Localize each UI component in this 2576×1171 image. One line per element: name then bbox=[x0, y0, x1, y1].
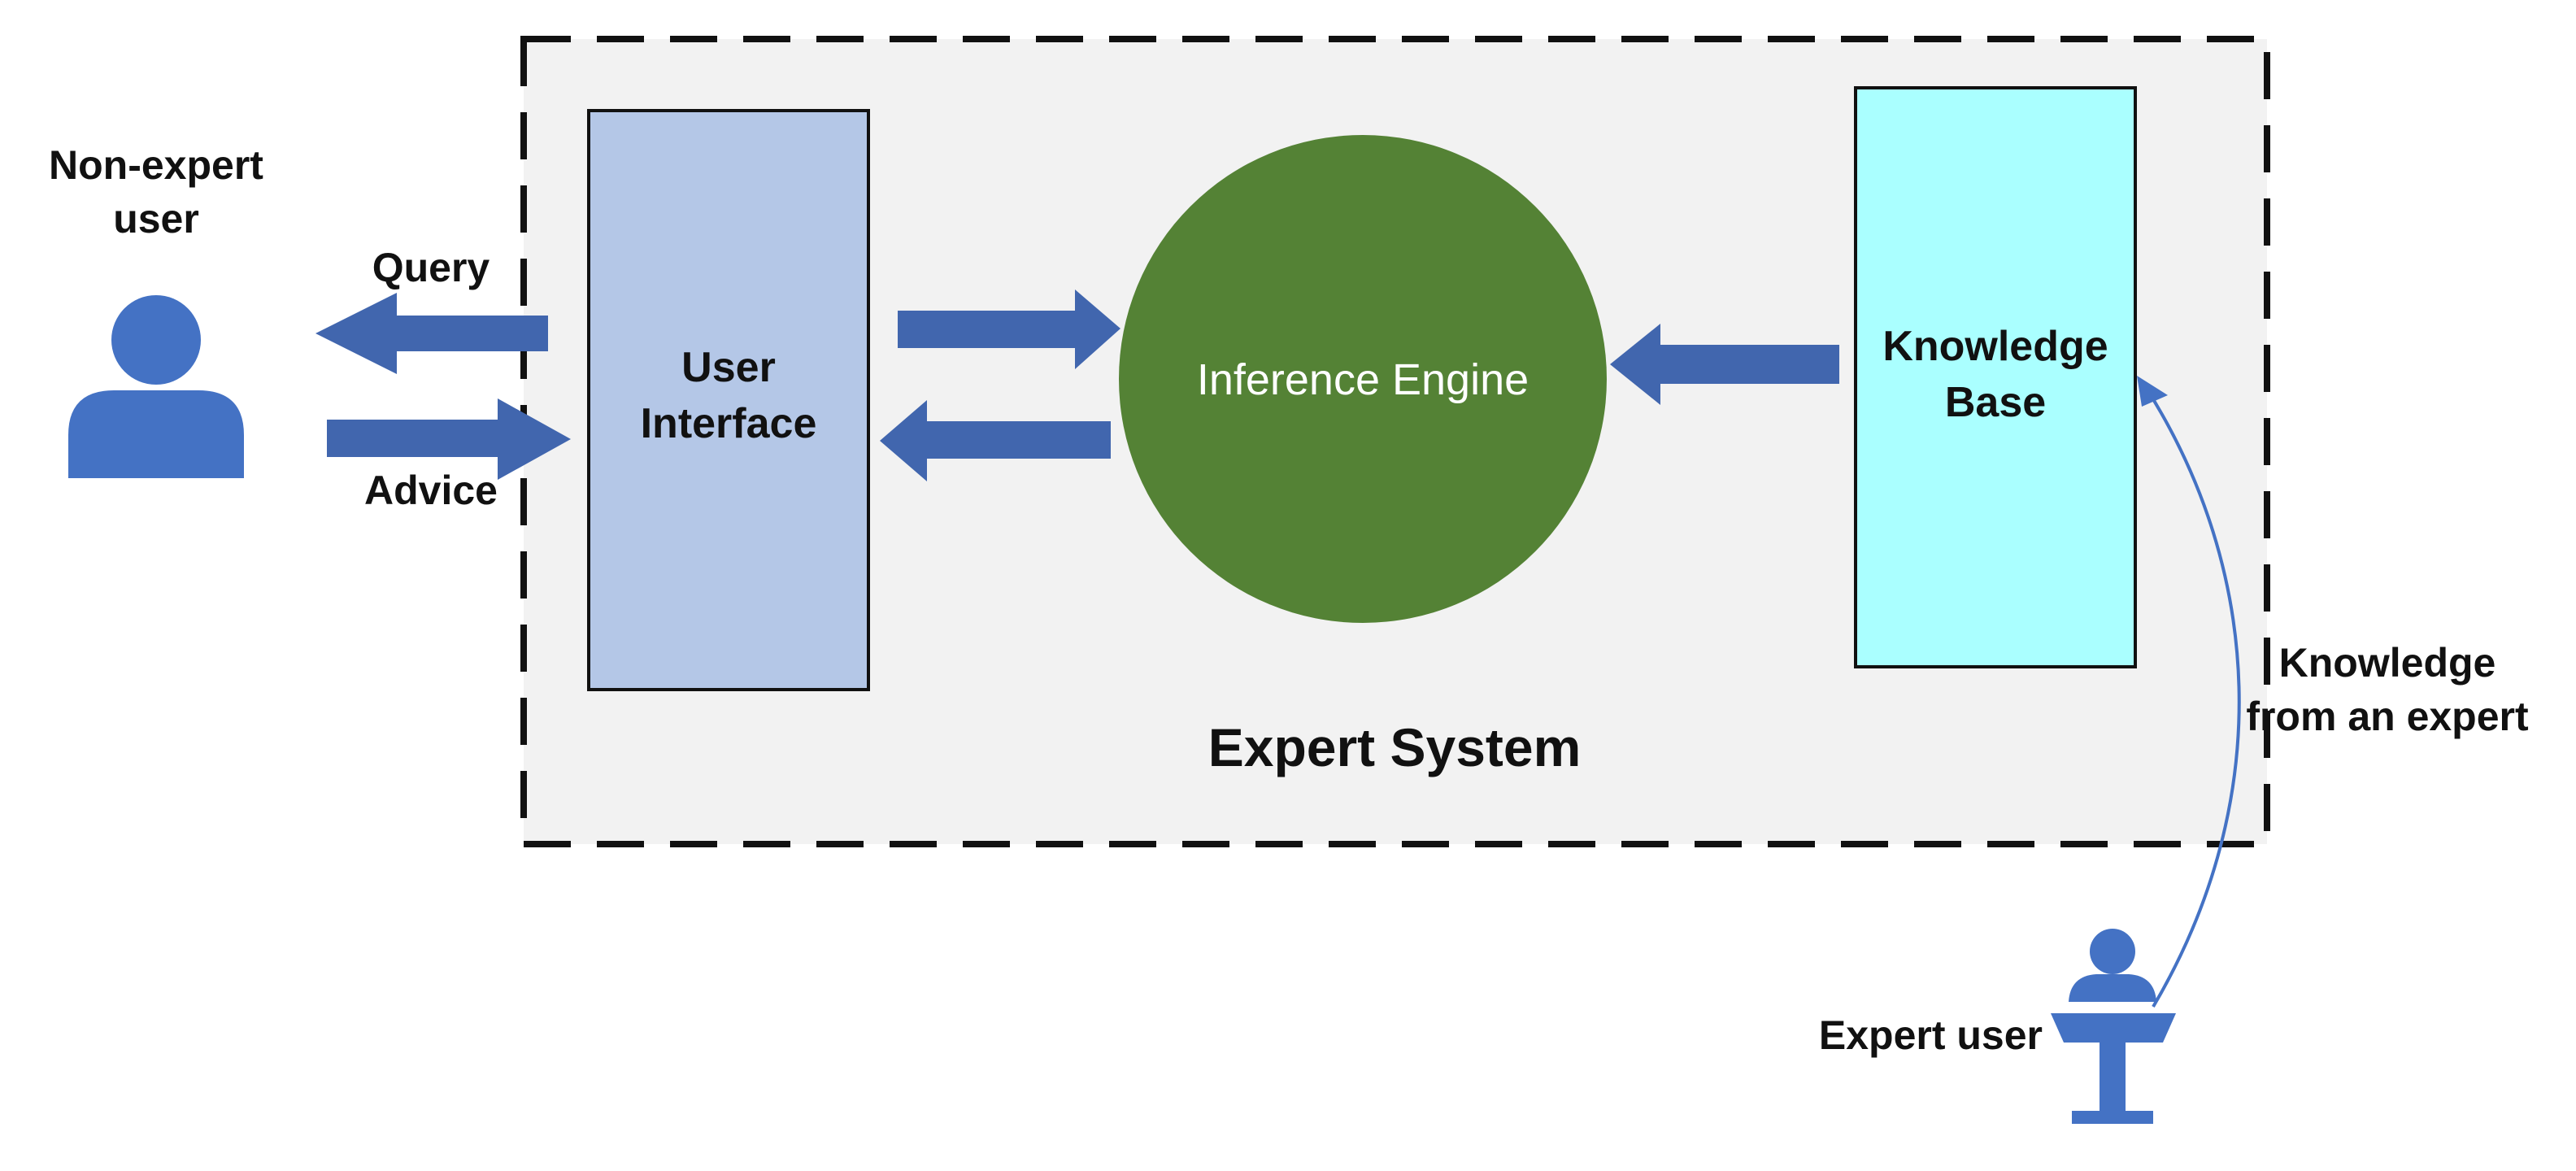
presenter-at-podium-icon bbox=[2051, 929, 2176, 1124]
non-expert-user-label: Non-expert user bbox=[49, 142, 263, 242]
inference-engine-circle bbox=[1119, 135, 1607, 623]
user-interface-label: User Interface bbox=[640, 344, 817, 447]
query-label: Query bbox=[372, 245, 490, 290]
ui-to-inference-arrow bbox=[898, 289, 1120, 369]
knowledge-from-expert-connector bbox=[2145, 387, 2241, 1008]
person-icon bbox=[68, 295, 244, 478]
knowledge-base-box bbox=[1854, 86, 2137, 668]
advice-label: Advice bbox=[364, 468, 498, 513]
knowledge-base-label: Knowledge Base bbox=[1882, 323, 2108, 426]
query-arrow bbox=[315, 293, 548, 374]
advice-arrow bbox=[327, 398, 571, 480]
knowledge-to-inference-arrow bbox=[1610, 324, 1839, 405]
knowledge-from-expert-label: Knowledge from an expert bbox=[2246, 640, 2529, 739]
expert-user-label: Expert user bbox=[1818, 1012, 2043, 1058]
inference-to-ui-arrow bbox=[880, 400, 1111, 481]
expert-system-label: Expert System bbox=[1208, 717, 1582, 777]
inference-engine-label: Inference Engine bbox=[1196, 355, 1530, 404]
user-interface-box bbox=[587, 109, 870, 691]
knowledge-connector-arrowhead bbox=[2137, 376, 2168, 407]
